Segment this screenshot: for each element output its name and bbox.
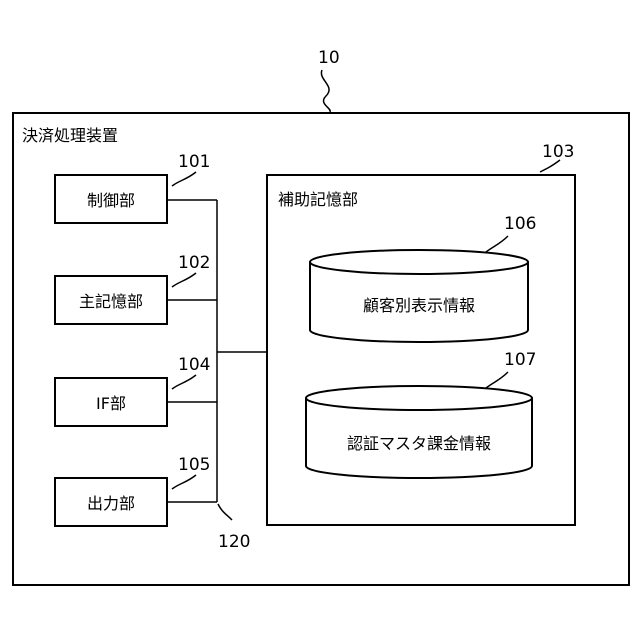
database-label-107: 認証マスタ課金情報 [306,430,532,454]
leader-10 [321,70,330,112]
unit-label-104: IF部 [96,390,126,414]
unit-label-101: 制御部 [87,187,135,211]
unit-label-102: 主記憶部 [79,288,143,312]
unit-label-105: 出力部 [87,490,135,514]
device-title: 決済処理装置 [22,122,118,146]
unit-ref-101: 101 [178,152,210,172]
device-ref: 10 [318,48,340,68]
database-label-106: 顧客別表示情報 [310,292,528,316]
unit-box-102: 主記憶部 [54,275,168,325]
unit-box-104: IF部 [54,377,168,427]
database-ref-107: 107 [504,350,536,370]
unit-ref-105: 105 [178,455,210,475]
storage-title: 補助記憶部 [278,186,358,210]
storage-ref: 103 [542,142,574,162]
bus-ref: 120 [218,532,250,552]
unit-ref-102: 102 [178,253,210,273]
unit-ref-104: 104 [178,355,210,375]
database-ref-106: 106 [504,214,536,234]
unit-box-105: 出力部 [54,477,168,527]
unit-box-101: 制御部 [54,174,168,224]
